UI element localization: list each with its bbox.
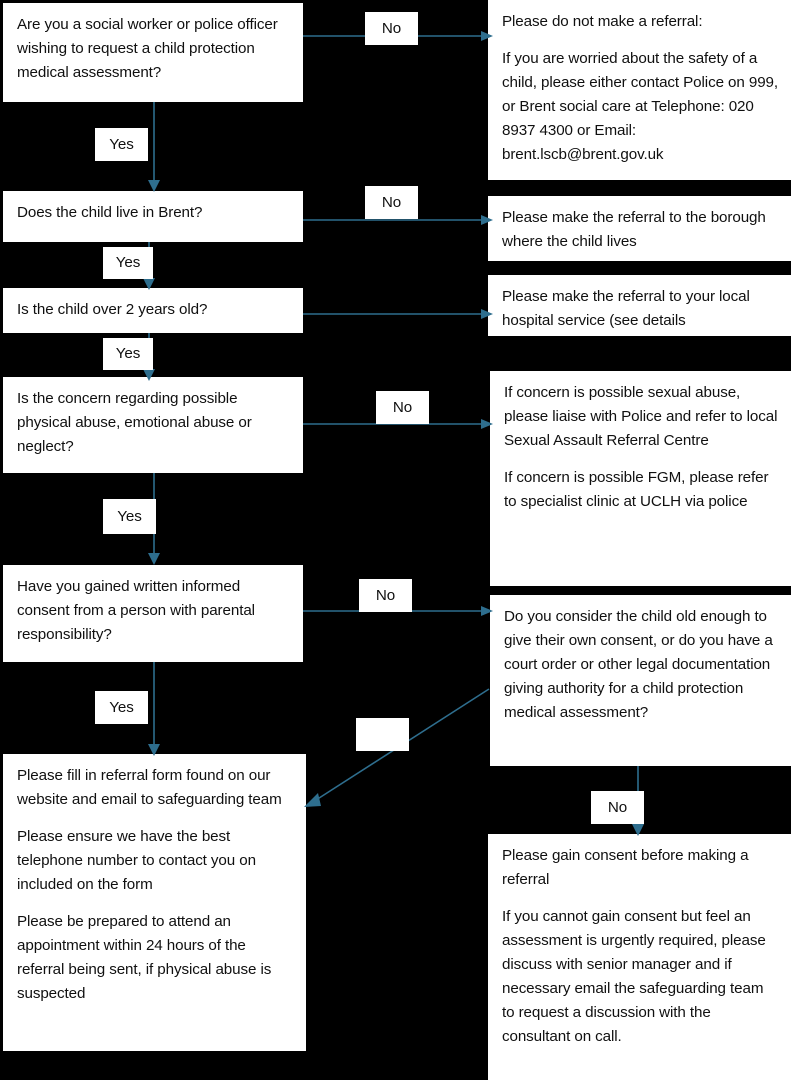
node-text: If you are worried about the safety of a… [502, 50, 779, 164]
edge-label-consent-yes: Yes [95, 691, 148, 724]
node-question-concern-type[interactable]: Is the concern regarding possible physic… [3, 377, 303, 473]
node-text: Please be prepared to attend an appointm… [17, 913, 272, 1003]
edge-label-child-consent-no: No [591, 791, 644, 824]
node-text: Are you a social worker or police office… [17, 16, 278, 82]
node-text: If concern is possible sexual abuse, ple… [504, 384, 778, 450]
node-text: Please make the referral to your local h… [502, 288, 750, 330]
node-text: Please make the referral to the borough … [502, 209, 766, 251]
node-text: Is the concern regarding possible physic… [17, 390, 252, 456]
edge-label-concern-yes: Yes [103, 499, 156, 534]
edge-label-consent-no: No [359, 579, 412, 612]
node-result-local-hospital[interactable]: Please make the referral to your local h… [488, 275, 791, 336]
node-result-sexual-abuse-fgm[interactable]: If concern is possible sexual abuse, ple… [490, 371, 791, 586]
node-text: Does the child live in Brent? [17, 204, 203, 221]
edge-label-concern-no: No [376, 391, 429, 424]
node-result-other-borough[interactable]: Please make the referral to the borough … [488, 196, 791, 261]
edge-concern-no [303, 418, 493, 430]
node-question-over-two-years[interactable]: Is the child over 2 years old? [3, 288, 303, 333]
edge-label-child-consent-yes [356, 718, 409, 751]
node-result-gain-consent[interactable]: Please gain consent before making a refe… [488, 834, 791, 1080]
node-question-written-consent[interactable]: Have you gained written informed consent… [3, 565, 303, 662]
edge-consent-yes [147, 662, 161, 756]
node-text: If concern is possible FGM, please refer… [504, 469, 769, 511]
node-question-child-own-consent[interactable]: Do you consider the child old enough to … [490, 595, 791, 766]
node-result-no-referral[interactable]: Please do not make a referral: If you ar… [488, 0, 791, 180]
edge-role-yes [147, 102, 161, 192]
node-text: Have you gained written informed consent… [17, 578, 255, 644]
edge-label-brent-no: No [365, 186, 418, 219]
node-text: Please ensure we have the best telephone… [17, 828, 256, 894]
edge-over-two-no [303, 308, 493, 320]
edge-brent-no [303, 214, 493, 226]
edge-label-over-two-yes: Yes [103, 338, 153, 370]
node-text: Is the child over 2 years old? [17, 301, 208, 318]
node-text: Please do not make a referral: [502, 13, 703, 30]
node-text: If you cannot gain consent but feel an a… [502, 908, 766, 1046]
node-result-fill-referral-form[interactable]: Please fill in referral form found on ou… [3, 754, 306, 1051]
edge-label-brent-yes: Yes [103, 247, 153, 279]
node-question-role[interactable]: Are you a social worker or police office… [3, 3, 303, 102]
node-text: Please fill in referral form found on ou… [17, 767, 282, 809]
node-text: Please gain consent before making a refe… [502, 847, 749, 889]
edge-label-role-no: No [365, 12, 418, 45]
node-question-lives-in-brent[interactable]: Does the child live in Brent? [3, 191, 303, 242]
edge-label-role-yes: Yes [95, 128, 148, 161]
node-text: Do you consider the child old enough to … [504, 608, 773, 722]
